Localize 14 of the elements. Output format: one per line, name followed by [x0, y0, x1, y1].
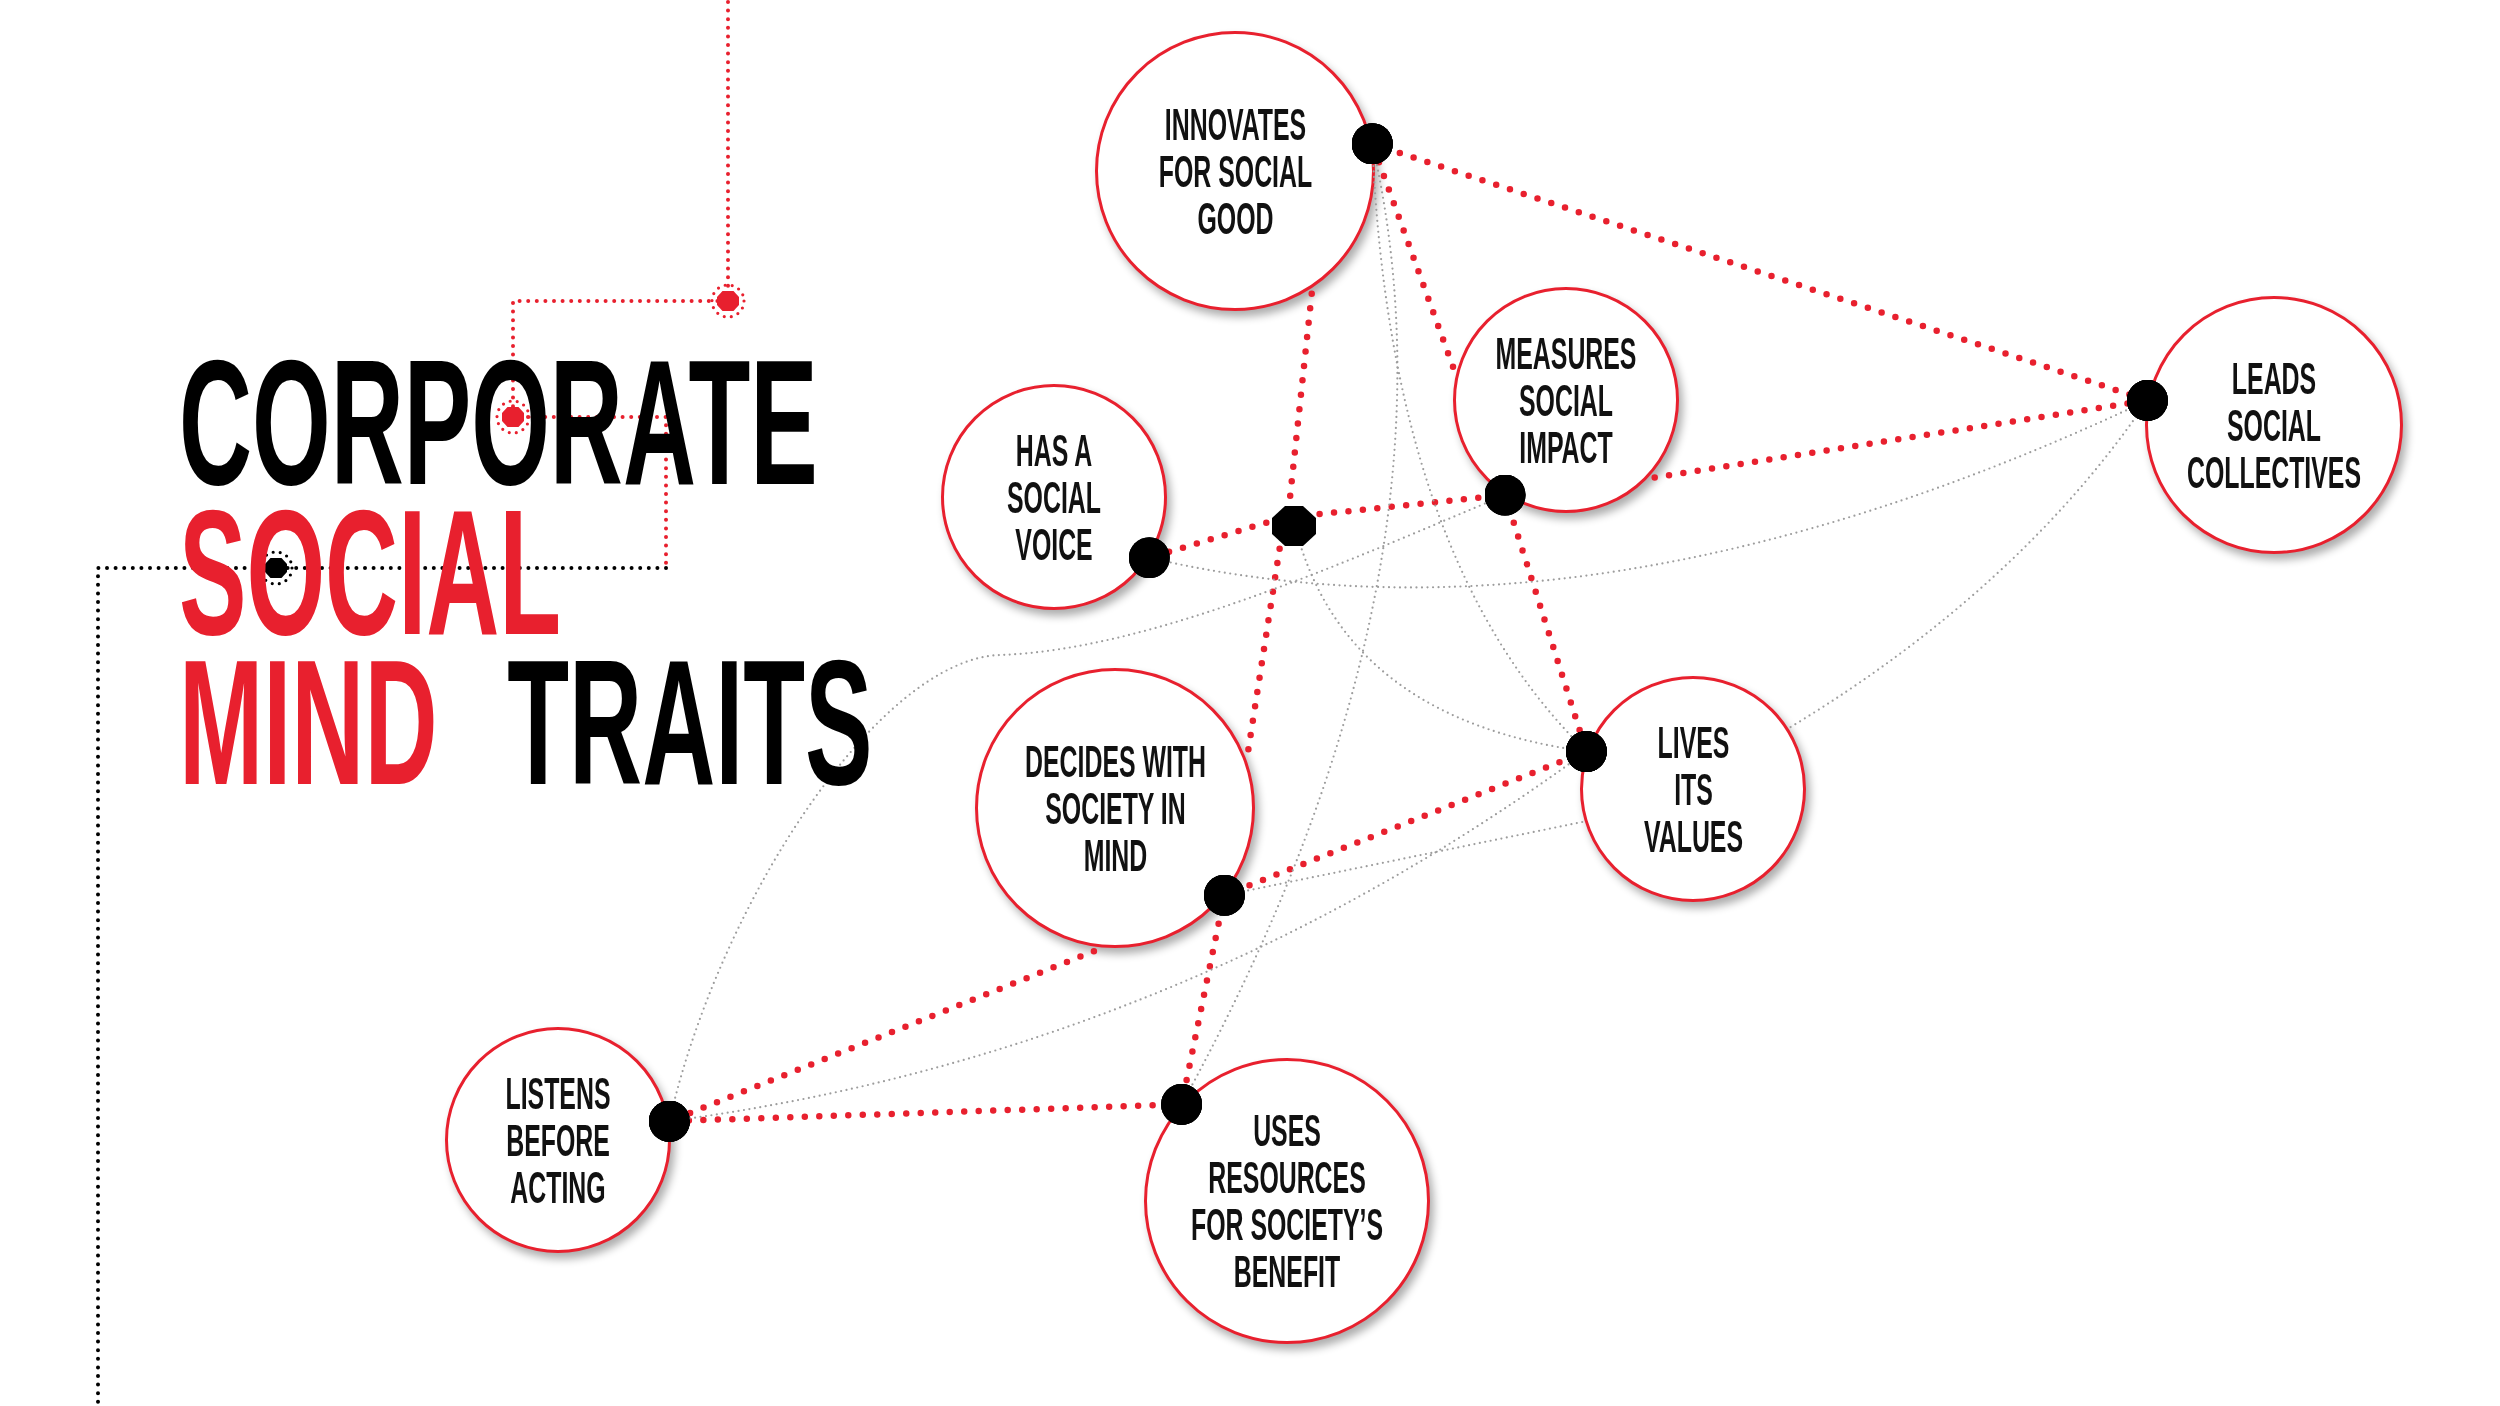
node-label: LIVES ITS VALUES	[1642, 718, 1744, 860]
node-label: MEASURES SOCIAL IMPACT	[1494, 329, 1638, 471]
dotted-connector	[1161, 123, 1399, 1125]
node-label: LISTENS BEFORE ACTING	[504, 1069, 612, 1211]
node-label: HAS A SOCIAL VOICE	[1006, 426, 1102, 568]
dotted-connector	[648, 731, 1607, 1142]
dotted-connector	[1203, 820, 1584, 916]
node-label: INNOVATES FOR SOCIAL GOOD	[1157, 100, 1313, 242]
dotted-connector	[1244, 545, 1283, 755]
node-label: USES RESOURCES FOR SOCIETY’S BENEFIT	[1190, 1107, 1384, 1295]
dotted-connector	[1789, 379, 2168, 729]
node-label: DECIDES WITH SOCIETY IN MIND	[1023, 737, 1207, 879]
title: CORPORATE SOCIAL MIND TRAITS	[179, 347, 873, 797]
node-label: LEADS SOCIAL COLLECTIVES	[2186, 354, 2362, 496]
